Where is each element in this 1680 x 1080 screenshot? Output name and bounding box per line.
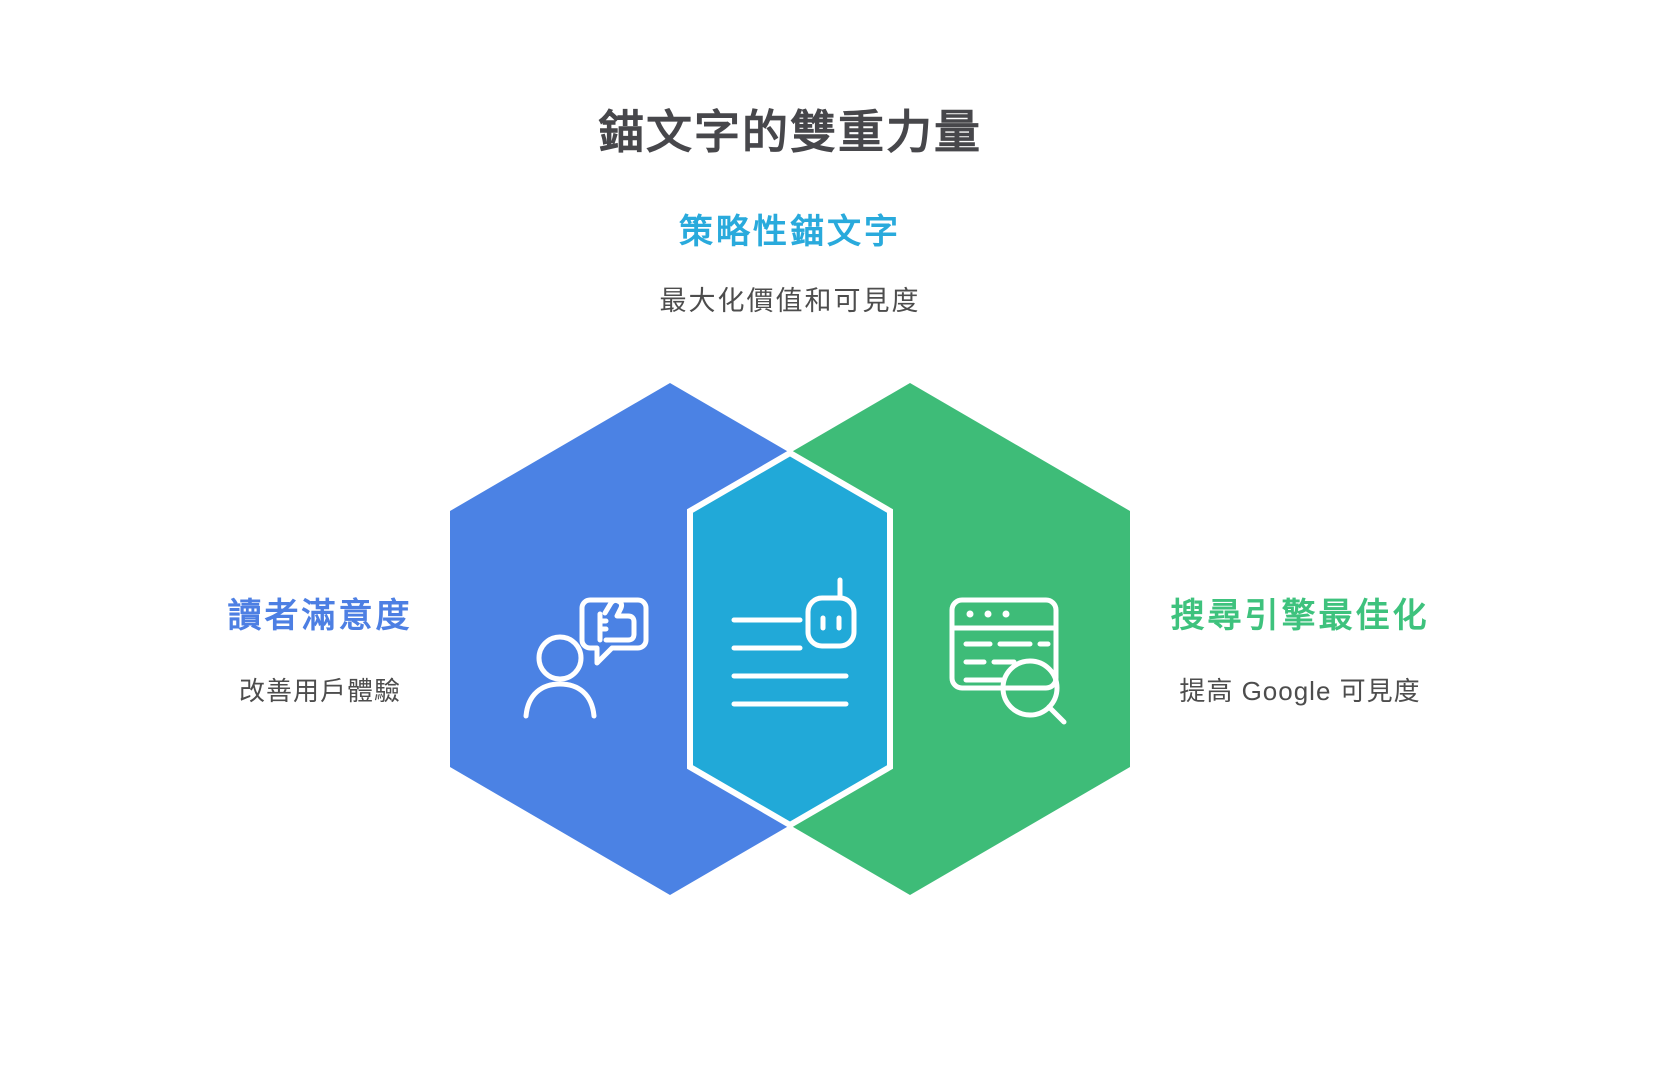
center-description: 最大化價值和可見度 <box>659 286 921 316</box>
left-label: 讀者滿意度 <box>227 597 413 635</box>
browser-dot-2 <box>984 610 992 618</box>
center-hexagon <box>687 449 893 829</box>
robot-head <box>805 595 857 649</box>
left-label-group: 讀者滿意度 改善用戶體驗 <box>130 588 510 708</box>
person-speech-bubble-thumbs-up-icon <box>523 597 649 719</box>
document-robot-icon <box>731 577 857 707</box>
browser-magnifier-icon <box>949 597 1067 725</box>
center-subtitle: 策略性錨文字 <box>679 213 901 251</box>
speech-bubble <box>579 597 649 666</box>
page-title: 錨文字的雙重力量 <box>598 106 982 158</box>
right-label-group: 搜尋引擎最佳化 提高 Google 可見度 <box>1110 588 1490 708</box>
magnifier-handle <box>1046 704 1067 725</box>
thumbs-up-cuff <box>597 611 609 643</box>
browser-dot-3 <box>1002 610 1010 618</box>
right-sublabel: 提高 Google 可見度 <box>1179 676 1421 706</box>
person-head <box>536 634 584 682</box>
browser-dot-1 <box>966 610 974 618</box>
magnifier-lens <box>1000 658 1060 718</box>
thumbs-up-hand <box>602 597 637 643</box>
left-sublabel: 改善用戶體驗 <box>238 676 401 706</box>
person-shoulders <box>523 681 597 719</box>
right-label: 搜尋引擎最佳化 <box>1170 597 1430 635</box>
